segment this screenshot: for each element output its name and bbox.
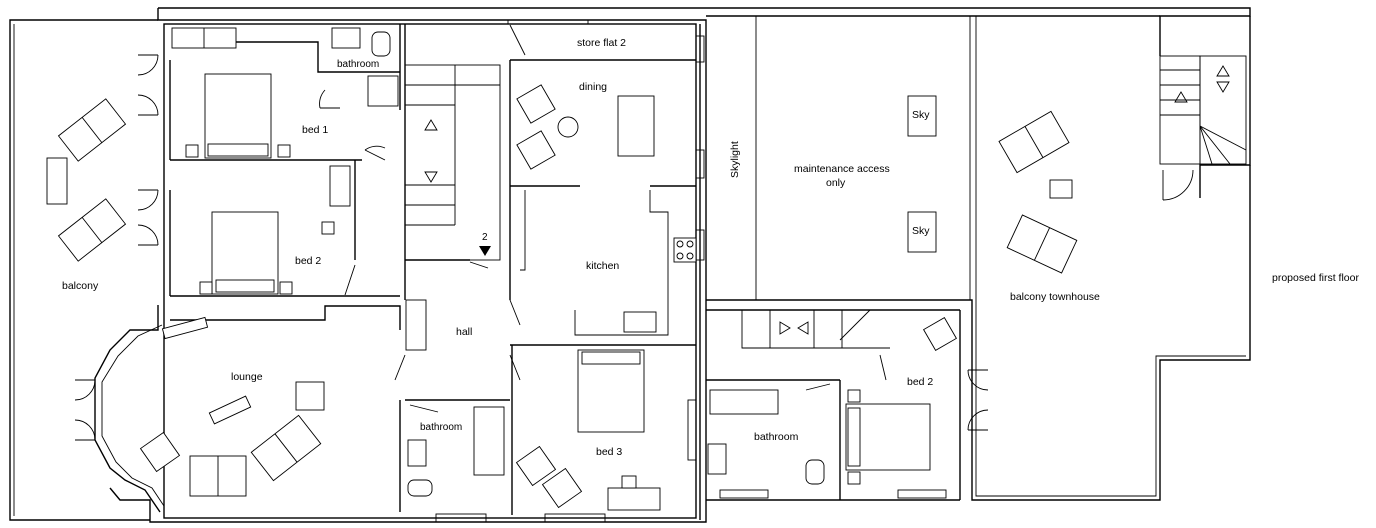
label-hall: hall: [456, 326, 472, 338]
label-bed-2-right: bed 2: [907, 376, 933, 388]
label-bathroom-mid: bathroom: [420, 422, 462, 433]
label-lounge: lounge: [231, 371, 263, 383]
label-bathroom-right: bathroom: [754, 431, 799, 443]
doors: [74, 24, 1194, 441]
label-skylight: Skylight: [729, 141, 741, 178]
townhouse-walls: [706, 55, 1247, 501]
furniture: [46, 27, 1078, 511]
label-balcony-townhouse: balcony townhouse: [1010, 291, 1100, 303]
label-stair-2: 2: [482, 232, 488, 243]
label-bed-1: bed 1: [302, 124, 328, 136]
label-bed-3: bed 3: [596, 446, 622, 458]
label-kitchen: kitchen: [586, 260, 619, 272]
label-bed-2-left: bed 2: [295, 255, 321, 267]
outer-walls: [9, 7, 1251, 523]
label-store-flat-2: store flat 2: [577, 37, 626, 49]
label-sky-1: Sky: [912, 109, 930, 121]
label-proposed-first-floor: proposed first floor: [1272, 272, 1359, 284]
label-maintenance-access: maintenance access: [794, 163, 890, 175]
interior-walls: [94, 24, 696, 515]
label-dining: dining: [579, 81, 607, 93]
label-maintenance-only: only: [826, 177, 846, 189]
windows: [435, 19, 947, 523]
label-bathroom-top: bathroom: [337, 59, 379, 70]
label-sky-2: Sky: [912, 225, 930, 237]
room-labels: store flat 2 dining bathroom bed 1 bed 2…: [62, 37, 1359, 458]
label-balcony: balcony: [62, 280, 99, 292]
stair-arrows: [424, 65, 1230, 335]
